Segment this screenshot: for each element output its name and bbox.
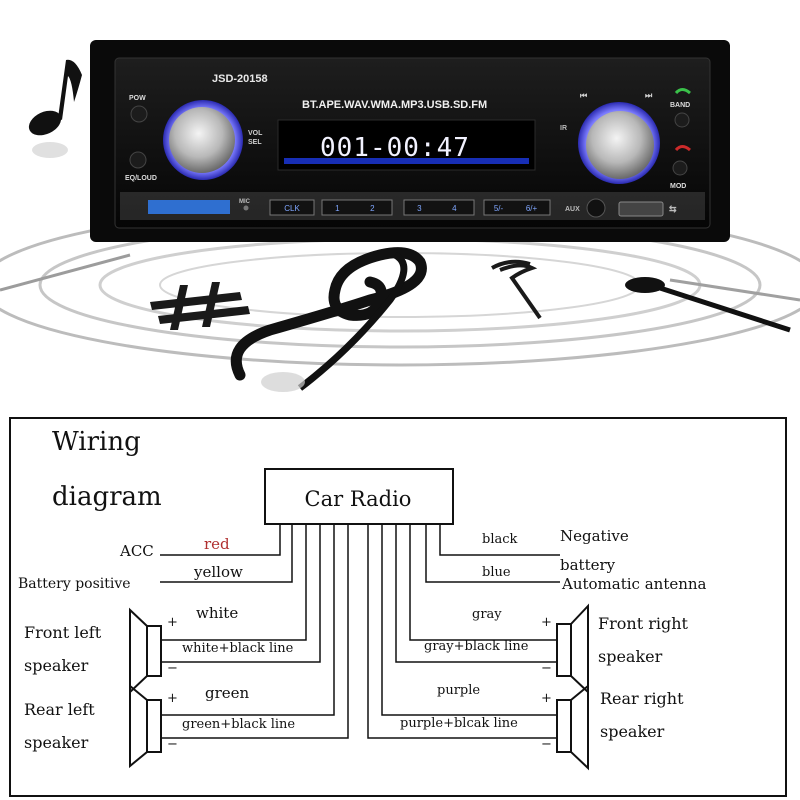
label-red: red xyxy=(204,535,230,553)
diagram-frame xyxy=(9,417,787,797)
music-note-icon xyxy=(28,59,82,158)
speaker-front-right-icon xyxy=(556,603,589,695)
label-white-black: white+black line xyxy=(182,641,294,656)
usb-port[interactable] xyxy=(618,201,664,217)
diagram-title-line2: diagram xyxy=(52,482,162,512)
plus-rear-right: + xyxy=(541,691,552,706)
plus-rear-left: + xyxy=(167,691,178,706)
label-battery: battery xyxy=(560,556,616,574)
label-black: black xyxy=(482,532,518,547)
mod-label: MOD xyxy=(670,183,686,190)
minus-rear-right: − xyxy=(541,737,552,752)
label-green-black: green+black line xyxy=(182,717,295,732)
formats-label: BT.APE.WAV.WMA.MP3.USB.SD.FM xyxy=(302,99,487,111)
preset-button-clk[interactable]: CLK xyxy=(284,204,300,213)
phone-hangup-icon xyxy=(674,145,691,152)
label-white: white xyxy=(196,604,238,622)
label-green: green xyxy=(205,684,250,702)
model-label: JSD-20158 xyxy=(212,73,268,85)
label-purple-black: purple+blcak line xyxy=(400,716,518,731)
label-yellow: yellow xyxy=(193,563,243,581)
aux-label: AUX xyxy=(565,206,580,213)
preset-button-5[interactable]: 5/- xyxy=(494,204,504,213)
prev-track-icon[interactable]: ⏮ xyxy=(580,91,587,100)
label-auto-antenna: Automatic antenna xyxy=(561,575,707,593)
mod-button[interactable] xyxy=(672,160,688,176)
ir-label: IR xyxy=(560,125,567,132)
preset-button-group xyxy=(403,199,475,216)
aux-jack[interactable] xyxy=(586,198,606,218)
power-button[interactable] xyxy=(130,105,148,123)
eq-label: EQ/LOUD xyxy=(125,175,157,182)
wiring-diagram: Wiring diagram Car Radio ACC re xyxy=(9,417,787,797)
sel-label: SEL xyxy=(248,139,262,146)
preset-button-group xyxy=(483,199,551,216)
label-front-left-1: Front left xyxy=(24,623,102,642)
pow-label: POW xyxy=(129,95,146,102)
preset-button-3[interactable]: 3 xyxy=(417,204,422,213)
wires xyxy=(160,524,560,739)
speaker-front-left-icon xyxy=(129,607,162,695)
label-battery-positive: Battery positive xyxy=(18,576,131,592)
band-label: BAND xyxy=(670,102,690,109)
label-negative: Negative xyxy=(560,527,629,545)
volume-knob[interactable] xyxy=(169,107,235,173)
vol-label: VOL xyxy=(248,130,263,137)
label-rear-left-1: Rear left xyxy=(24,700,95,719)
preset-button-4[interactable]: 4 xyxy=(452,204,457,213)
preset-button-6[interactable]: 6/+ xyxy=(526,204,538,213)
eighth-note-icon xyxy=(491,259,542,320)
minus-front-right: − xyxy=(541,661,552,676)
speaker-rear-left-icon xyxy=(129,683,162,769)
label-rear-left-2: speaker xyxy=(24,733,89,752)
label-acc: ACC xyxy=(119,542,154,560)
next-track-icon[interactable]: ⏭ xyxy=(645,91,653,100)
label-purple: purple xyxy=(437,683,480,698)
plus-front-left: + xyxy=(167,615,178,630)
preset-button-group xyxy=(269,199,315,216)
label-front-left-2: speaker xyxy=(24,656,89,675)
treble-clef-icon xyxy=(230,247,427,392)
mic-icon xyxy=(243,205,249,211)
sd-card-slot[interactable] xyxy=(148,200,230,214)
band-button[interactable] xyxy=(674,112,690,128)
preset-button-2[interactable]: 2 xyxy=(370,204,375,213)
car-radio-box-label: Car Radio xyxy=(305,487,412,511)
preset-buttons: CLK 1 2 3 4 5/- 6/+ xyxy=(269,199,551,216)
car-radio-box xyxy=(264,468,454,525)
label-rear-right-1: Rear right xyxy=(600,689,684,708)
label-front-right-2: speaker xyxy=(598,647,663,666)
minus-rear-left: − xyxy=(167,737,178,752)
minus-front-left: − xyxy=(167,661,178,676)
label-rear-right-2: speaker xyxy=(600,722,665,741)
usb-icon: ⇆ xyxy=(669,204,677,214)
diagram-title-line1: Wiring xyxy=(52,427,141,457)
preset-button-group xyxy=(321,199,393,216)
tune-knob[interactable] xyxy=(586,111,654,179)
eq-loud-button[interactable] xyxy=(129,151,147,169)
label-front-right-1: Front right xyxy=(598,614,689,633)
speaker-rear-right-icon xyxy=(556,683,589,771)
mic-label: MIC xyxy=(239,199,251,205)
preset-button-1[interactable]: 1 xyxy=(335,204,340,213)
display-readout: 001-00:47 xyxy=(320,133,470,163)
car-radio-photo: JSD-20158 BT.APE.WAV.WMA.MP3.USB.SD.FM P… xyxy=(0,40,800,392)
label-gray: gray xyxy=(472,607,502,622)
sharp-sign-icon xyxy=(150,282,250,330)
plus-front-right: + xyxy=(541,615,552,630)
label-blue: blue xyxy=(482,565,511,580)
car-radio: JSD-20158 BT.APE.WAV.WMA.MP3.USB.SD.FM P… xyxy=(90,40,730,242)
phone-answer-icon xyxy=(674,88,691,95)
label-gray-black: gray+black line xyxy=(424,639,529,654)
note-head-icon xyxy=(625,277,791,333)
